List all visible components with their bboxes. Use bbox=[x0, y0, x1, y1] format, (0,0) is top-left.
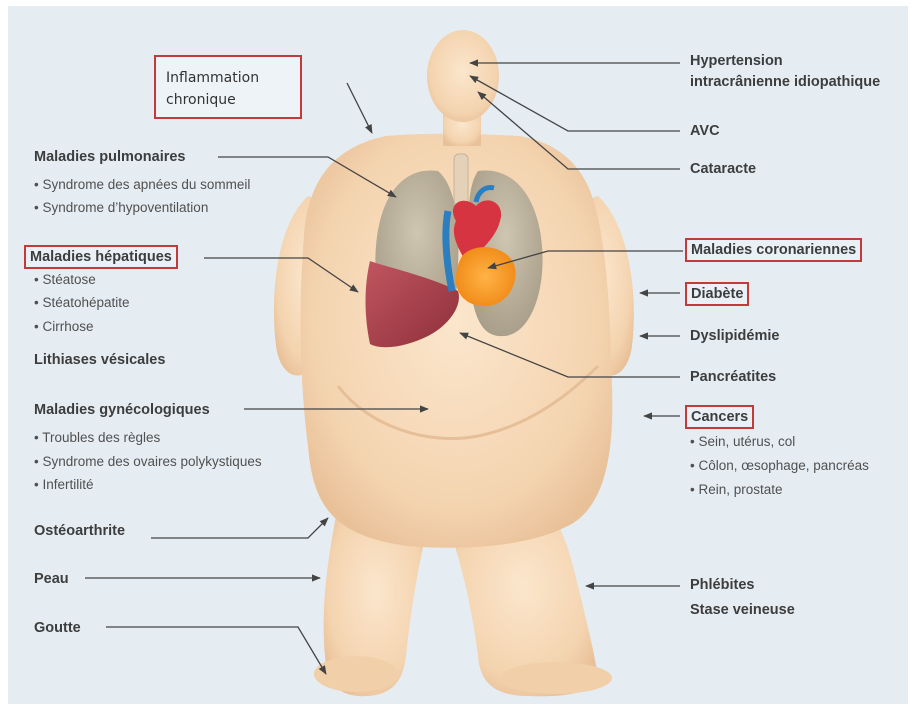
label-goutte: Goutte bbox=[34, 619, 81, 637]
label-peau: Peau bbox=[34, 570, 69, 588]
label-lithiases-vesicales: Lithiases vésicales bbox=[34, 351, 165, 369]
label-stase-veineuse: Stase veineuse bbox=[690, 601, 795, 619]
hepatiques-item-3: • Cirrhose bbox=[34, 318, 94, 336]
label-maladies-gynecologiques: Maladies gynécologiques bbox=[34, 401, 210, 419]
hepatiques-item-1: • Stéatose bbox=[34, 271, 96, 289]
label-diabete: Diabète bbox=[685, 282, 749, 306]
inflammation-line-1: Inflammation bbox=[166, 67, 300, 89]
label-maladies-hepatiques: Maladies hépatiques bbox=[24, 245, 178, 269]
label-pancreatites: Pancréatites bbox=[690, 368, 776, 386]
gyneco-item-2: • Syndrome des ovaires polykystiques bbox=[34, 453, 262, 471]
cancers-item-2: • Côlon, œsophage, pancréas bbox=[690, 457, 869, 475]
label-phlebites: Phlébites bbox=[690, 576, 754, 594]
inflammation-chronique-box: Inflammation chronique bbox=[154, 55, 302, 119]
label-dyslipidemie: Dyslipidémie bbox=[690, 327, 779, 345]
label-hypertension-2: intracrânienne idiopathique bbox=[690, 73, 880, 91]
cancers-item-1: • Sein, utérus, col bbox=[690, 433, 795, 451]
label-maladies-coronariennes: Maladies coronariennes bbox=[685, 238, 862, 262]
body-silhouette bbox=[274, 30, 634, 696]
hepatiques-item-2: • Stéatohépatite bbox=[34, 294, 130, 312]
label-cancers: Cancers bbox=[685, 405, 754, 429]
pulmonaires-item-2: • Syndrome d’hypoventilation bbox=[34, 199, 208, 217]
label-maladies-pulmonaires: Maladies pulmonaires bbox=[34, 148, 186, 166]
label-avc: AVC bbox=[690, 122, 720, 140]
label-cataracte: Cataracte bbox=[690, 160, 756, 178]
pulmonaires-item-1: • Syndrome des apnées du sommeil bbox=[34, 176, 250, 194]
cancers-item-3: • Rein, prostate bbox=[690, 481, 783, 499]
label-hypertension-1: Hypertension bbox=[690, 52, 783, 70]
label-osteoarthrite: Ostéoarthrite bbox=[34, 522, 125, 540]
gyneco-item-1: • Troubles des règles bbox=[34, 429, 160, 447]
gyneco-item-3: • Infertilité bbox=[34, 476, 94, 494]
diagram-canvas: Inflammation chronique Maladies pulmonai… bbox=[8, 6, 908, 704]
inflammation-line-2: chronique bbox=[166, 89, 300, 111]
